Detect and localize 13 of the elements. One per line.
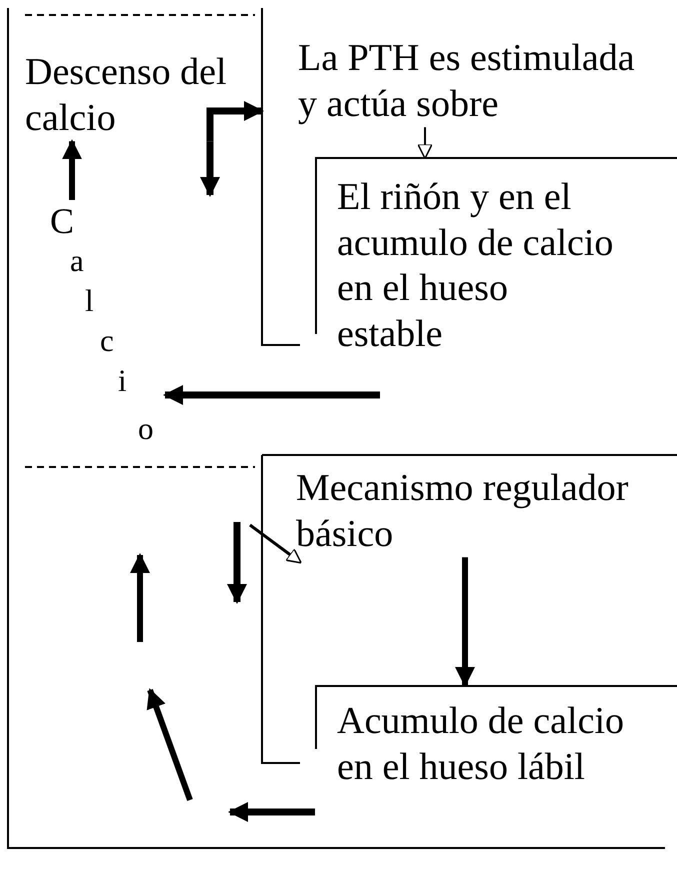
- text-label: Descenso del calcio: [25, 50, 250, 142]
- arrow: [228, 802, 315, 822]
- arrow: [206, 101, 264, 142]
- arrow: [417, 127, 433, 160]
- vertical-text: Calcio: [50, 200, 165, 460]
- text-label: La PTH es estimulada y actúa sobre: [262, 36, 646, 128]
- arrow: [200, 141, 220, 197]
- arrow: [455, 557, 475, 687]
- arrow: [249, 524, 302, 564]
- text-label: Mecanismo regulador básico: [296, 466, 666, 558]
- arrow: [62, 139, 82, 200]
- process-box: Acumulo de calcio en el hueso lábil: [315, 685, 677, 812]
- process-box: El riñón y en el acumulo de calcio en el hueso estable: [315, 157, 677, 395]
